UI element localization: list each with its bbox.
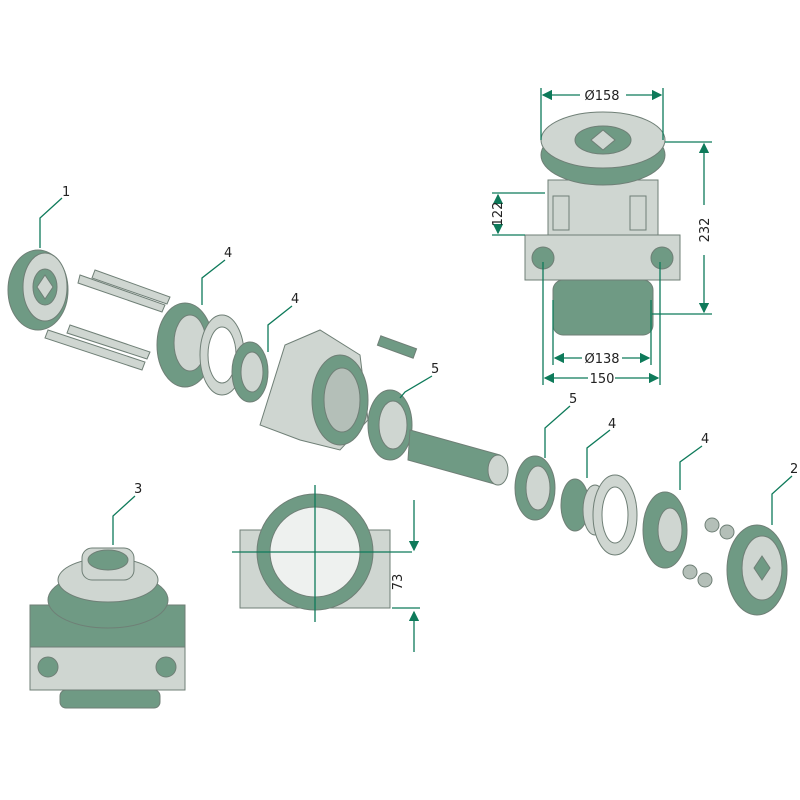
dim-top-diameter: Ø158 <box>584 89 619 104</box>
part-1-hub <box>7 249 69 331</box>
part-3-gearbox-front-view <box>29 547 186 709</box>
callout-2: 2 <box>790 462 798 477</box>
gasket-plate-view <box>232 485 412 622</box>
callout-4b: 4 <box>291 292 299 307</box>
part-4-flange <box>156 302 245 396</box>
dimension-lines <box>392 88 712 652</box>
bolts <box>44 269 171 371</box>
callout-leaders <box>39 197 793 545</box>
part-4-bearing-ring <box>231 341 269 403</box>
part-5-bearing-right <box>514 455 556 521</box>
part-2-hub <box>726 524 788 616</box>
callout-5b: 5 <box>569 392 577 407</box>
dim-gasket-offset: 73 <box>391 574 406 591</box>
callout-5a: 5 <box>431 362 439 377</box>
part-4-ring-right <box>560 474 638 556</box>
dim-bolt-spacing: 150 <box>590 372 615 387</box>
callout-4d: 4 <box>701 432 709 447</box>
callout-4c: 4 <box>608 417 616 432</box>
dim-flange-height: 122 <box>491 202 506 227</box>
shaft <box>407 429 509 486</box>
dim-bottom-diameter: Ø138 <box>584 352 619 367</box>
part-4-flange-right <box>642 491 735 588</box>
part-5-bearing <box>367 389 413 461</box>
callout-4a: 4 <box>224 246 232 261</box>
assembled-gearbox-side-view <box>524 111 681 336</box>
callout-1: 1 <box>62 185 70 200</box>
gearbox-housing <box>259 329 418 451</box>
dim-total-height: 232 <box>698 218 713 243</box>
callout-3: 3 <box>134 482 142 497</box>
